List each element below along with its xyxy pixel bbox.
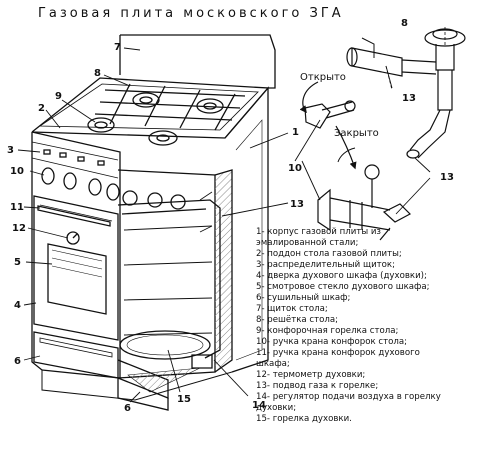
callout-1: 1: [292, 127, 299, 138]
legend-line: 6- сушильный шкаф;: [256, 293, 350, 303]
callout-8b: 8: [401, 18, 408, 29]
legend-line: 1- корпус газовой плиты из: [256, 227, 381, 237]
control-knobs: [41, 167, 120, 201]
legend-line: 9- конфорочная горелка стола;: [256, 326, 398, 336]
legend-line: 13- подвод газа к горелке;: [256, 381, 378, 391]
callout-8: 8: [94, 68, 101, 79]
legend: 1- корпус газовой плиты из эмалированной…: [256, 227, 441, 424]
legend-line: 11- ручка крана конфорок духового: [256, 348, 420, 358]
callout-13b: 13: [402, 93, 416, 104]
oven-interior: [117, 169, 233, 379]
callout-6b: 6: [124, 403, 131, 414]
callout-2: 2: [38, 103, 45, 114]
valve-open-label: Открыто: [300, 72, 346, 83]
legend-line: 4- дверка духового шкафа (духовки);: [256, 271, 427, 281]
diagram-title: Газовая плита московского ЗГА: [38, 6, 344, 21]
distribution-panel-slots: [43, 149, 105, 166]
callout-13c: 13: [440, 172, 454, 183]
body-left: [31, 132, 43, 371]
back-panel: [120, 34, 276, 89]
valve-detail: [299, 26, 466, 241]
leader-lines: [17, 47, 431, 403]
body-right: [224, 86, 269, 373]
callout-15: 15: [177, 394, 191, 405]
stove-drawing: [31, 34, 276, 411]
callout-4: 4: [14, 300, 21, 311]
callout-10: 10: [10, 166, 24, 177]
callout-11: 11: [10, 202, 24, 213]
callout-6: 6: [14, 356, 21, 367]
callout-13: 13: [290, 199, 304, 210]
grates: [94, 83, 246, 131]
legend-line: шкафа;: [256, 359, 290, 369]
legend-line: 2- поддон стола газовой плиты;: [256, 249, 402, 259]
legend-line: 3- распределительный щиток;: [256, 260, 395, 270]
legend-line: 14- регулятор подачи воздуха в горелку: [256, 392, 441, 402]
valve-closed-label: Закрыто: [334, 128, 379, 139]
callout-3: 3: [7, 145, 14, 156]
callout-10b: 10: [288, 163, 302, 174]
legend-line: духовки;: [256, 403, 296, 413]
legend-line: 10- ручка крана конфорок стола;: [256, 337, 407, 347]
oven-door: [33, 195, 119, 341]
legend-line: 7- щиток стола;: [256, 304, 328, 314]
callout-7: 7: [114, 42, 121, 53]
callout-labels: 7 8 9 2 3 10 11 12 5 4 6 6 1 13 15 14 10…: [7, 18, 454, 414]
legend-line: эмалированной стали;: [256, 238, 358, 248]
callout-12: 12: [12, 223, 26, 234]
callout-9: 9: [55, 91, 62, 102]
callout-5: 5: [14, 257, 21, 268]
legend-line: 12- термометр духовки;: [256, 370, 365, 380]
door-handle: [37, 205, 111, 227]
legend-line: 8- решётка стола;: [256, 315, 338, 325]
callout-14: 14: [252, 400, 266, 411]
viewing-glass: [47, 243, 107, 315]
legend-line: 15- горелка духовки.: [256, 414, 352, 424]
burners: [87, 92, 224, 146]
legend-line: 5- смотровое стекло духового шкафа;: [256, 282, 430, 292]
